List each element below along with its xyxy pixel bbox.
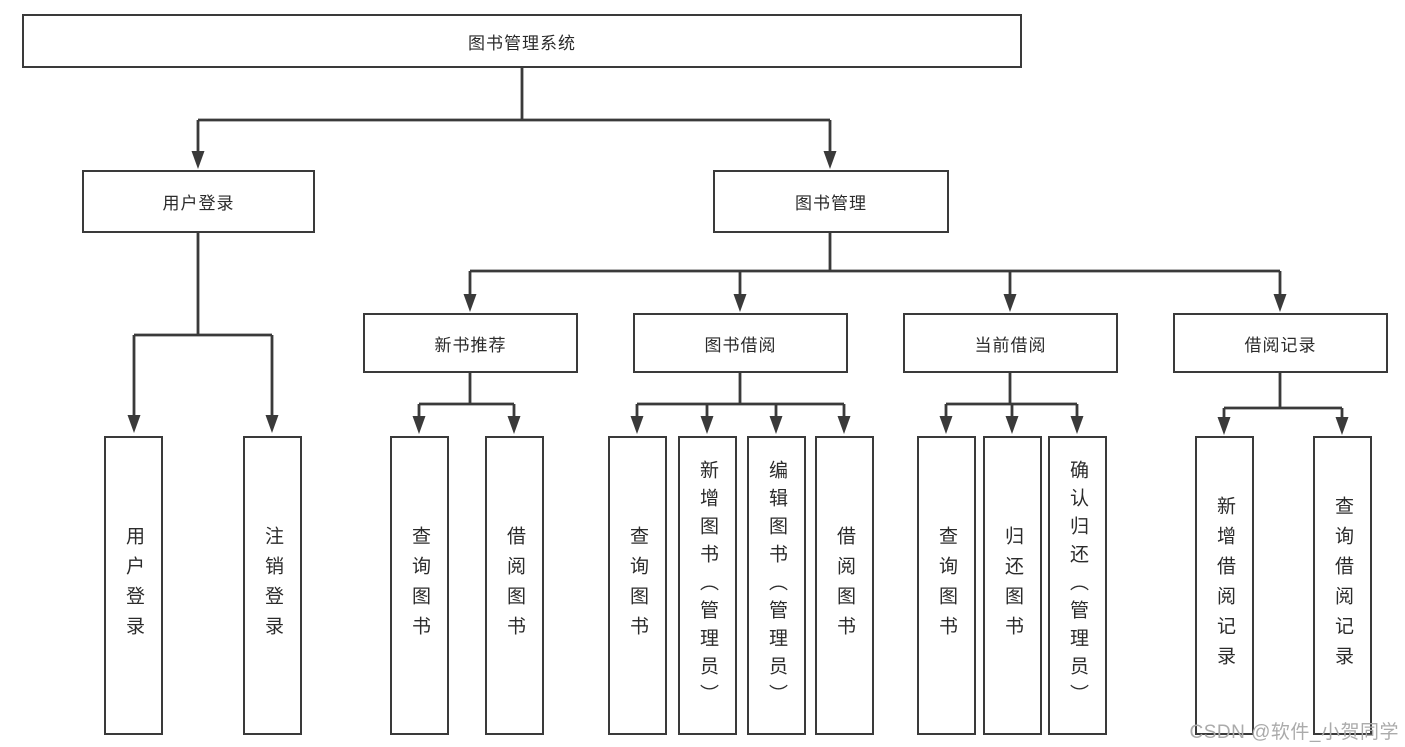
node-new-book-recommend: 新书推荐 (363, 313, 578, 373)
node-user-login-leaf: 用户登录 (104, 436, 163, 735)
node-current-return-books: 归还图书 (983, 436, 1042, 735)
node-records-query-record: 查询借阅记录 (1313, 436, 1372, 735)
node-recommend-borrow-books: 借阅图书 (485, 436, 544, 735)
csdn-watermark: CSDN @软件_小贺同学 (1189, 722, 1399, 743)
node-borrow-edit-books-admin: 编辑图书（管理员） (747, 436, 806, 735)
node-user-login: 用户登录 (82, 170, 315, 233)
node-book-borrow: 图书借阅 (633, 313, 848, 373)
node-borrow-query-books: 查询图书 (608, 436, 667, 735)
node-book-management: 图书管理 (713, 170, 949, 233)
node-library-system: 图书管理系统 (22, 14, 1022, 68)
node-current-query-books: 查询图书 (917, 436, 976, 735)
node-recommend-query-books: 查询图书 (390, 436, 449, 735)
node-current-borrow: 当前借阅 (903, 313, 1118, 373)
node-records-add-record: 新增借阅记录 (1195, 436, 1254, 735)
node-borrow-add-books-admin: 新增图书（管理员） (678, 436, 737, 735)
node-borrow-records: 借阅记录 (1173, 313, 1388, 373)
node-current-confirm-return-admin: 确认归还（管理员） (1048, 436, 1107, 735)
node-borrow-borrow-books: 借阅图书 (815, 436, 874, 735)
node-logout-leaf: 注销登录 (243, 436, 302, 735)
